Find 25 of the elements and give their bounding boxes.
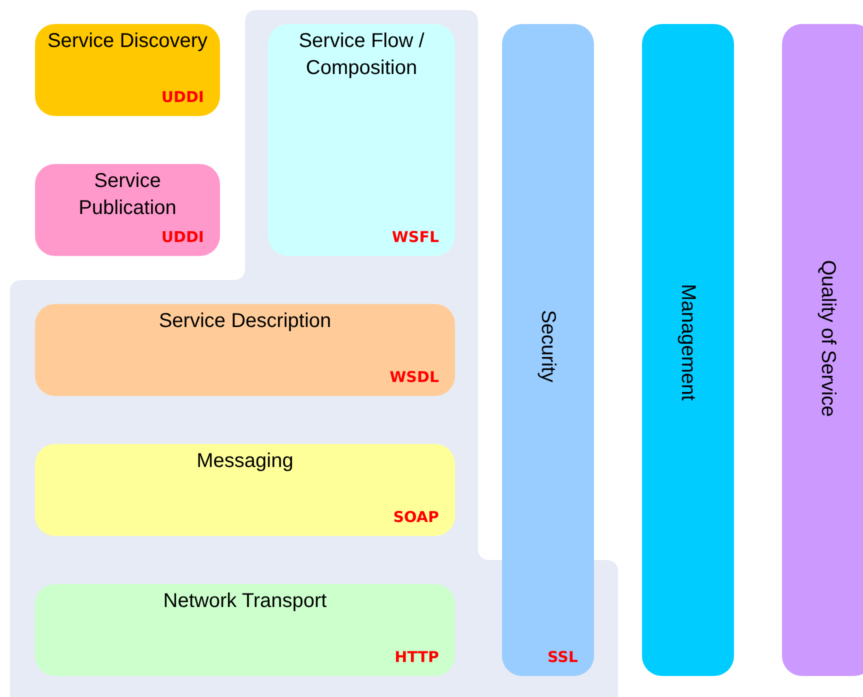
layer-box [35, 444, 455, 536]
layer-box [35, 24, 220, 116]
layer-box [268, 24, 455, 256]
layer-label: Management [676, 284, 700, 401]
layer-box [502, 24, 594, 676]
layer-label: Service Description [158, 309, 332, 334]
layer-label: Service Publication [78, 169, 178, 221]
protocol-tag: UDDI [161, 88, 204, 106]
layer-label: Security [536, 310, 560, 382]
layer-label: Quality of Service [816, 260, 840, 417]
layer-box [35, 584, 455, 676]
layer-box [642, 24, 734, 676]
protocol-tag: HTTP [394, 648, 439, 666]
protocol-tag: SOAP [393, 508, 439, 526]
layer-box [35, 164, 220, 256]
layer-box [782, 24, 863, 676]
protocol-tag: SSL [548, 648, 578, 666]
layer-label: Messaging [196, 449, 294, 474]
protocol-tag: UDDI [161, 228, 204, 246]
protocol-tag: WSDL [390, 368, 439, 386]
layer-label: Service Flow / Composition [298, 29, 426, 81]
layer-box [35, 304, 455, 396]
protocol-tag: WSFL [392, 228, 439, 246]
layer-label: Service Discovery [46, 29, 209, 54]
layer-label: Network Transport [162, 589, 328, 614]
